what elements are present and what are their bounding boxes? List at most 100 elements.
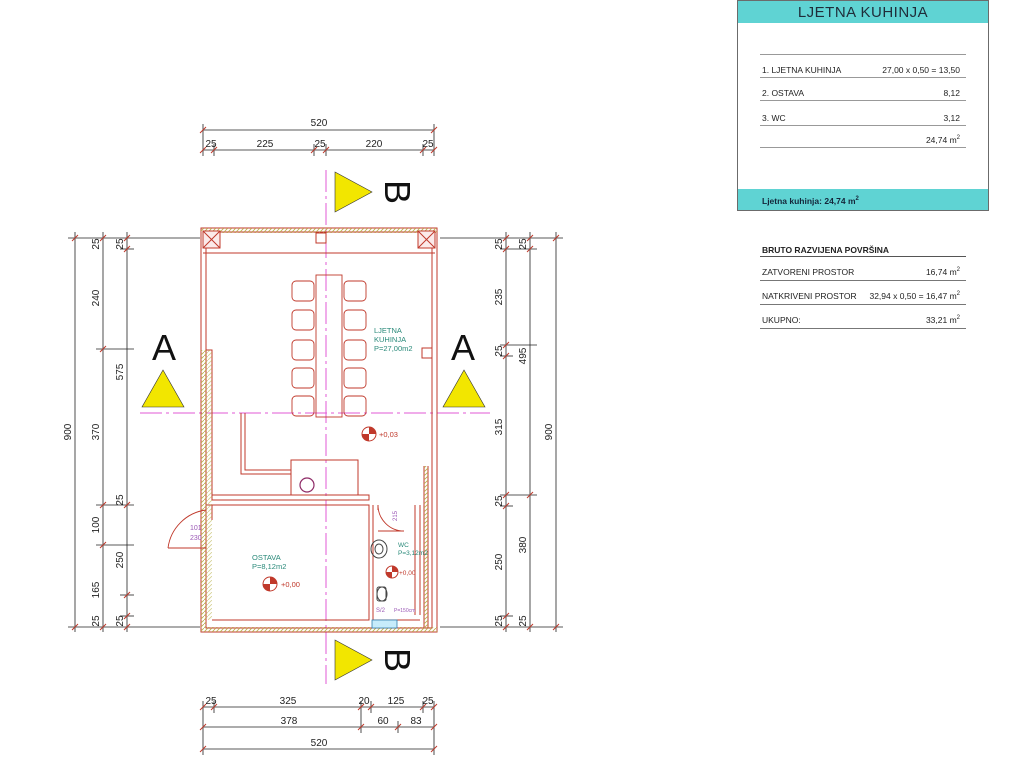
dim-left-250: 250: [115, 551, 126, 568]
wall-hatch-bottom: [201, 627, 437, 632]
dim-right-250: 250: [494, 553, 505, 570]
dim-right-235: 235: [494, 288, 505, 305]
bruto-title: BRUTO RAZVIJENA POVRŠINA: [760, 240, 966, 257]
door-ostava: [167, 509, 207, 549]
level-wc-text: +0,00: [399, 570, 416, 577]
legend-row-name: 1. LJETNA KUHINJA: [762, 65, 842, 75]
dim-bottom-4: 125: [388, 696, 405, 707]
dim-right-25f: 25: [518, 615, 529, 627]
legend-row-value: 27,00 x 0,50 = 13,50: [882, 65, 960, 75]
bruto-row-value: 16,74 m2: [925, 267, 960, 277]
dimension-bottom-ticks: [199, 703, 438, 753]
dim-right-495: 495: [518, 347, 529, 364]
window-wc: [371, 619, 398, 629]
column-right-mid: [421, 347, 433, 359]
legend-row-name: 2. OSTAVA: [762, 88, 805, 98]
level-marker-kitchen: [361, 426, 377, 442]
dining-table: [291, 274, 367, 418]
legend-total: 24,74 m2: [925, 135, 960, 145]
level-marker-wc: [385, 565, 399, 579]
wall-hatch-top: [201, 228, 437, 233]
dim-bottom-1: 25: [205, 696, 217, 707]
dim-bottom-sub-2: 60: [377, 716, 389, 727]
dim-top-4: 220: [366, 139, 383, 150]
section-marker-right-triangle: [442, 369, 486, 408]
level-ostava-text: +0,00: [281, 580, 300, 589]
dim-right-25b: 25: [494, 345, 505, 357]
bruto-row-value: 32,94 x 0,50 = 16,47 m2: [869, 291, 960, 301]
dim-left-25a: 25: [91, 238, 102, 250]
section-marker-a-left: A: [152, 327, 176, 368]
section-marker-b-bottom: B: [377, 648, 418, 672]
dim-top-total: 520: [311, 118, 328, 129]
dim-bottom-5: 25: [422, 696, 434, 707]
corner-columns: [202, 230, 436, 249]
dim-bottom-2: 325: [280, 696, 297, 707]
section-marker-a-right: A: [451, 327, 475, 368]
dim-right-25e: 25: [518, 238, 529, 250]
legend-row: 2. OSTAVA 8,12: [760, 78, 966, 101]
level-marker-ostava: [262, 576, 278, 592]
room-wc-area: P=3,12m2: [398, 550, 428, 557]
wall-hatch-right: [424, 466, 428, 628]
dim-left-100: 100: [91, 516, 102, 533]
dim-left-165: 165: [91, 581, 102, 598]
wc-fixtures: [370, 539, 388, 602]
dim-left-25e: 25: [115, 615, 126, 627]
legend-row-value: 8,12: [943, 88, 960, 98]
bruto-row: NATKRIVENI PROSTOR 32,94 x 0,50 = 16,47 …: [760, 281, 966, 305]
dimension-top-ticks: [199, 126, 438, 154]
room-ostava-area: P=8,12m2: [252, 562, 286, 571]
bruto-row-value: 33,21 m2: [925, 315, 960, 325]
dim-bottom-sub-1: 378: [281, 716, 298, 727]
dim-left-575: 575: [115, 363, 126, 380]
level-kitchen-text: +0,03: [379, 430, 398, 439]
section-marker-top-triangle: [334, 171, 373, 213]
legend-row: 1. LJETNA KUHINJA 27,00 x 0,50 = 13,50: [760, 54, 966, 78]
legend-row-name: 3. WC: [762, 113, 786, 123]
dimension-left-ticks: [71, 234, 131, 631]
dim-right-380: 380: [518, 536, 529, 553]
dim-left-25d: 25: [115, 494, 126, 506]
bruto-row-name: NATKRIVENI PROSTOR: [762, 291, 857, 301]
dimension-right-ticks: [502, 234, 560, 631]
legend-row-value: 3,12: [943, 113, 960, 123]
dim-right-25c: 25: [494, 495, 505, 507]
door-101-height: 230: [190, 535, 202, 542]
room-kitchen-label-2: KUHINJA: [374, 335, 406, 344]
dim-top-3: 25: [314, 139, 326, 150]
bruto-row: ZATVORENI PROSTOR 16,74 m2: [760, 257, 966, 281]
sink-circle: [299, 477, 315, 493]
dim-left-25c: 25: [115, 238, 126, 250]
dim-left-25b: 25: [91, 615, 102, 627]
wall-hatch-left-inner: [206, 350, 212, 620]
dim-bottom-total: 520: [311, 738, 328, 749]
dim-right-25d: 25: [494, 615, 505, 627]
room-kitchen-area: P=27,00m2: [374, 344, 413, 353]
door-wc: [377, 504, 405, 532]
door-101-label: 101: [190, 525, 202, 532]
dim-right-25a: 25: [494, 238, 505, 250]
dim-right-315: 315: [494, 418, 505, 435]
dim-left-total: 900: [63, 423, 74, 440]
legend-footer: Ljetna kuhinja: 24,74 m2: [738, 189, 988, 210]
wall-hatch-left: [201, 350, 206, 627]
column-top-mid: [315, 232, 327, 244]
dim-top-1: 25: [205, 139, 217, 150]
dim-bottom-3: 20: [358, 696, 370, 707]
bruto-row-name: ZATVORENI PROSTOR: [762, 267, 855, 277]
room-ostava-label: OSTAVA: [252, 553, 281, 562]
window-label: S/2: [376, 608, 386, 614]
window-note: P=150cm: [394, 608, 415, 614]
bruto-row: UKUPNO: 33,21 m2: [760, 305, 966, 329]
legend-title: LJETNA KUHINJA: [738, 1, 988, 23]
dim-right-total: 900: [544, 423, 555, 440]
door-wc-label: 215: [393, 510, 399, 521]
section-marker-b-top: B: [377, 180, 418, 204]
legend-row: 3. WC 3,12: [760, 103, 966, 126]
room-kitchen-label-1: LJETNA: [374, 326, 402, 335]
section-marker-bottom-triangle: [334, 639, 373, 681]
dim-bottom-sub-3: 83: [410, 716, 422, 727]
dim-top-5: 25: [422, 139, 434, 150]
floor-plan: 520 25 225 25 220 25 25 325 20 125 25 37…: [63, 118, 563, 755]
